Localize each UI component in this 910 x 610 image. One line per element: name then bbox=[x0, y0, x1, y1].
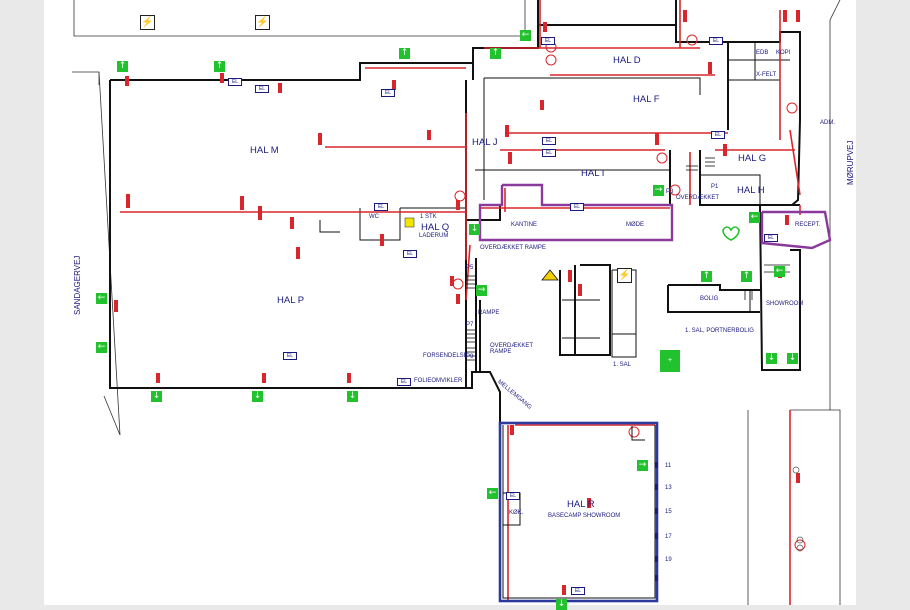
exit-arrow-left-icon: ← bbox=[774, 266, 785, 277]
exit-arrow-up-icon: ↑ bbox=[117, 61, 128, 72]
exit-arrow-up-icon: ↑ bbox=[701, 271, 712, 282]
port-p5-label: P5 bbox=[466, 265, 474, 271]
dock-number: 11 bbox=[665, 463, 672, 469]
hal-i-label: HAL I bbox=[581, 168, 605, 179]
electrical-panel-icon: EL bbox=[542, 137, 556, 145]
port-p1-label: P1 bbox=[711, 184, 719, 190]
electrical-panel-icon: EL bbox=[709, 37, 723, 45]
wc-label: WC bbox=[369, 214, 379, 220]
port-p9-label: P9 bbox=[466, 354, 474, 360]
kok-label: KØK. bbox=[509, 510, 524, 516]
hal-f-label: HAL F bbox=[633, 94, 660, 105]
stk-label: 1 STK bbox=[420, 214, 437, 220]
dock-number: 19 bbox=[665, 557, 672, 563]
hazard-triangle-icon bbox=[541, 269, 559, 281]
reception-outline bbox=[760, 210, 832, 250]
electrical-panel-icon: EL bbox=[403, 250, 417, 258]
kantine-mode-outline bbox=[478, 183, 674, 242]
mode-label: MØDE bbox=[626, 222, 644, 228]
laderum-label: LADERUM bbox=[419, 233, 449, 239]
exit-arrow-down-icon: ↓ bbox=[766, 353, 777, 364]
exit-arrow-down-icon: ↓ bbox=[787, 353, 798, 364]
electrical-panel-icon: EL bbox=[255, 85, 269, 93]
electrical-panel-icon: EL bbox=[542, 149, 556, 157]
hal-r-interior bbox=[502, 425, 656, 599]
electrical-panel-icon: EL bbox=[397, 378, 411, 386]
aed-heart-icon bbox=[722, 226, 740, 241]
overdaekket-rampe-label-2: OVERDÆKKET RAMPE bbox=[490, 343, 534, 355]
exit-arrow-right-icon: → bbox=[653, 185, 664, 196]
exit-arrow-left-icon: ← bbox=[96, 342, 107, 353]
port-p3-label: P3 bbox=[666, 189, 674, 195]
exit-arrow-right-icon: → bbox=[476, 285, 487, 296]
exit-arrow-up-icon: ↑ bbox=[214, 61, 225, 72]
basecamp-showroom-label: BASECAMP SHOWROOM bbox=[548, 513, 621, 519]
x-felt-label: X-FELT bbox=[756, 72, 777, 78]
hal-d-label: HAL D bbox=[613, 55, 641, 66]
electrical-panel-icon: EL bbox=[228, 78, 242, 86]
bolig-label: BOLIG bbox=[700, 296, 719, 302]
electrical-panel-icon: EL bbox=[283, 352, 297, 360]
road-sandagervej-label: SANDAGERVEJ bbox=[73, 255, 82, 315]
first-aid-icon: + bbox=[660, 350, 680, 372]
high-voltage-icon: ⚡ bbox=[617, 268, 632, 283]
exit-arrow-right-icon: → bbox=[637, 460, 648, 471]
adm-label: ADM. bbox=[820, 120, 835, 126]
electrical-panel-icon: EL bbox=[764, 234, 778, 242]
hal-g-label: HAL G bbox=[738, 153, 767, 164]
exit-arrow-down-icon: ↓ bbox=[151, 391, 162, 402]
folieomvikler-label: FOLIEOMVIKLER bbox=[414, 378, 463, 384]
charging-station bbox=[404, 217, 415, 228]
exit-arrow-down-icon: ↓ bbox=[347, 391, 358, 402]
exit-arrow-up-icon: ↑ bbox=[399, 48, 410, 59]
sprinkler-pipes bbox=[120, 0, 801, 605]
high-voltage-icon: ⚡ bbox=[255, 15, 270, 30]
high-voltage-icon: ⚡ bbox=[140, 15, 155, 30]
overdaekket-rampe-label: OVERDÆKKET RAMPE bbox=[480, 245, 546, 251]
hal-r-outline bbox=[498, 421, 659, 603]
dock-number: 13 bbox=[665, 485, 672, 491]
dock-number: 15 bbox=[665, 509, 672, 515]
ramp-steps bbox=[466, 157, 790, 361]
portnerbolig-label: 1. SAL, PORTNERBOLIG bbox=[685, 328, 754, 334]
electrical-panel-icon: EL bbox=[506, 492, 520, 500]
electrical-panel-icon: EL bbox=[571, 587, 585, 595]
exit-arrow-up-icon: ↑ bbox=[741, 271, 752, 282]
road-morupvej-label: MØRUPVEJ bbox=[846, 140, 855, 185]
exit-arrow-down-icon: ↓ bbox=[252, 391, 263, 402]
kopi-label: KOPI bbox=[776, 50, 791, 56]
floor-plan-sheet bbox=[44, 0, 856, 605]
hal-h-label: HAL H bbox=[737, 185, 765, 196]
electrical-panel-icon: EL bbox=[381, 89, 395, 97]
electrical-panel-icon: EL bbox=[541, 37, 555, 45]
hal-p-label: HAL P bbox=[277, 295, 305, 306]
exit-arrow-down-icon: ↓ bbox=[469, 224, 480, 235]
rampe-label: RAMPE bbox=[478, 310, 500, 316]
exit-arrow-left-icon: ← bbox=[487, 488, 498, 499]
forsendelse-label: FORSENDELSE bbox=[423, 353, 468, 359]
exit-arrow-left-icon: ← bbox=[96, 293, 107, 304]
overdaekket-label: OVERDÆKKET bbox=[676, 195, 720, 201]
hal-j-label: HAL J bbox=[472, 137, 498, 148]
electrical-panel-icon: EL bbox=[374, 203, 388, 211]
hal-r-label: HAL R bbox=[567, 499, 595, 510]
exit-arrow-left-icon: ← bbox=[520, 30, 531, 41]
hal-q-label: HAL Q bbox=[421, 222, 450, 233]
dock-marks bbox=[655, 462, 658, 581]
hal-m-label: HAL M bbox=[250, 145, 279, 156]
kantine-label: KANTINE bbox=[511, 222, 538, 228]
exit-arrow-left-icon: ← bbox=[749, 212, 760, 223]
reception-label: RECEPT. bbox=[795, 222, 821, 228]
electrical-panel-icon: EL bbox=[570, 203, 584, 211]
toilet-fixtures bbox=[792, 466, 804, 552]
first-floor-label: 1. SAL bbox=[613, 362, 632, 368]
extinguisher-markers bbox=[114, 10, 800, 595]
dock-number: 17 bbox=[665, 534, 672, 540]
port-p7-label: P7 bbox=[466, 322, 474, 328]
edb-label: EDB bbox=[756, 50, 769, 56]
showroom-label: SHOWROOM bbox=[766, 301, 804, 307]
exit-arrow-up-icon: ↑ bbox=[490, 48, 501, 59]
electrical-panel-icon: EL bbox=[711, 131, 725, 139]
